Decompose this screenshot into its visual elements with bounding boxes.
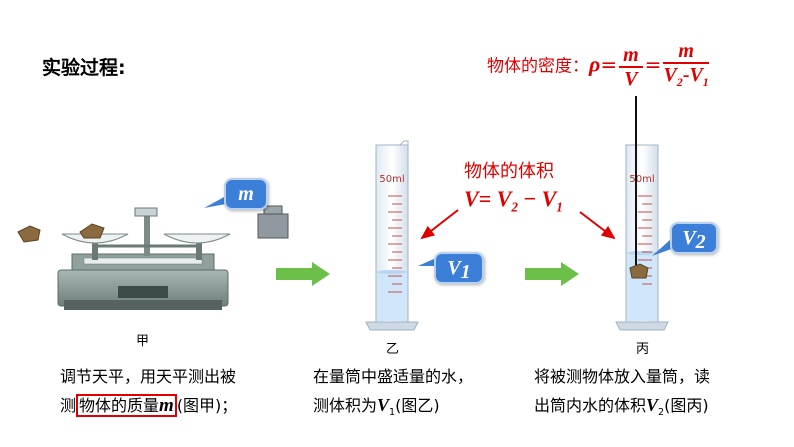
v1-bubble: V1 xyxy=(434,252,484,284)
caption-c: 丙 xyxy=(636,342,650,357)
step-a-text: 调节天平，用天平测出被 测物体的质量m(图甲)； xyxy=(60,367,238,417)
mass-highlight-box: 物体的质量m xyxy=(76,394,177,417)
volume-formula: V= V2 − V1 xyxy=(464,186,563,215)
svg-text:50ml: 50ml xyxy=(379,174,404,185)
page-title: 实验过程: xyxy=(42,57,126,79)
red-arrow-left xyxy=(420,209,459,240)
rock-in-cylinder xyxy=(629,263,649,279)
rock-sample xyxy=(17,225,41,243)
caption-b: 乙 xyxy=(386,342,400,357)
step-b-text: 在量筒中盛适量的水， 测体积为V1(图乙) xyxy=(313,367,474,419)
svg-text:50ml: 50ml xyxy=(629,174,654,185)
caption-a: 甲 xyxy=(136,334,150,349)
v2-bubble: V2 xyxy=(670,222,718,254)
volume-label: 物体的体积 xyxy=(464,161,554,182)
green-arrow-2 xyxy=(525,262,579,286)
rho-symbol: ρ xyxy=(589,51,601,77)
fraction-denominator: V xyxy=(624,67,638,90)
green-arrow-1 xyxy=(276,262,330,286)
step-c-text: 将被测物体放入量筒，读 出筒内水的体积V2(图丙) xyxy=(534,367,711,419)
fraction-numerator: m xyxy=(663,40,709,64)
balance-scale xyxy=(57,207,231,310)
weight-block xyxy=(257,205,289,239)
density-label: 物体的密度： xyxy=(487,56,589,77)
equals-sign: = xyxy=(600,52,618,77)
graduated-cylinder-b: 50ml xyxy=(365,140,419,331)
mass-bubble: m xyxy=(224,178,268,210)
fraction-denominator: V2-V1 xyxy=(663,64,709,89)
red-arrow-right xyxy=(579,211,616,240)
equals-sign: = xyxy=(644,52,662,77)
fraction-numerator: m xyxy=(619,44,643,68)
graduated-cylinder-c: 50ml xyxy=(615,96,669,331)
